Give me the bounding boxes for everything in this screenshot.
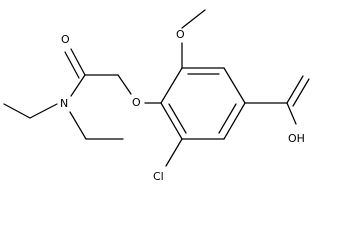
methoxy-oxygen-label: O <box>176 28 185 41</box>
molecule-drawing: O O O N Cl OH <box>3 9 310 183</box>
ring-bond <box>160 102 183 140</box>
ring-bond <box>223 102 246 140</box>
carbonyl-oxygen-label: O <box>61 33 70 46</box>
acid-double-bond <box>286 75 304 104</box>
ring-double-bond <box>168 103 187 134</box>
ethyl-bond <box>69 111 87 140</box>
ring-double-bond <box>218 103 237 134</box>
structure-canvas: O O O N Cl OH <box>3 9 310 183</box>
ethyl-bond <box>29 103 58 119</box>
carbonyl-double-bond <box>64 51 80 79</box>
acid-double-bond <box>292 78 310 107</box>
ring-bond <box>160 67 183 104</box>
ethyl-bond <box>3 103 31 119</box>
ether-bond <box>117 74 132 95</box>
amide-nitrogen-label: N <box>60 97 68 110</box>
acid-hydroxyl-label: OH <box>288 132 305 145</box>
acid-bond <box>286 102 297 125</box>
chloro-bond <box>165 138 183 167</box>
carbonyl-double-bond <box>70 48 86 76</box>
amide-bond <box>70 74 86 97</box>
ether-oxygen-label: O <box>132 96 141 109</box>
chlorine-label: Cl <box>153 170 164 183</box>
ring-bond <box>223 67 246 104</box>
methoxy-bond <box>181 9 206 29</box>
